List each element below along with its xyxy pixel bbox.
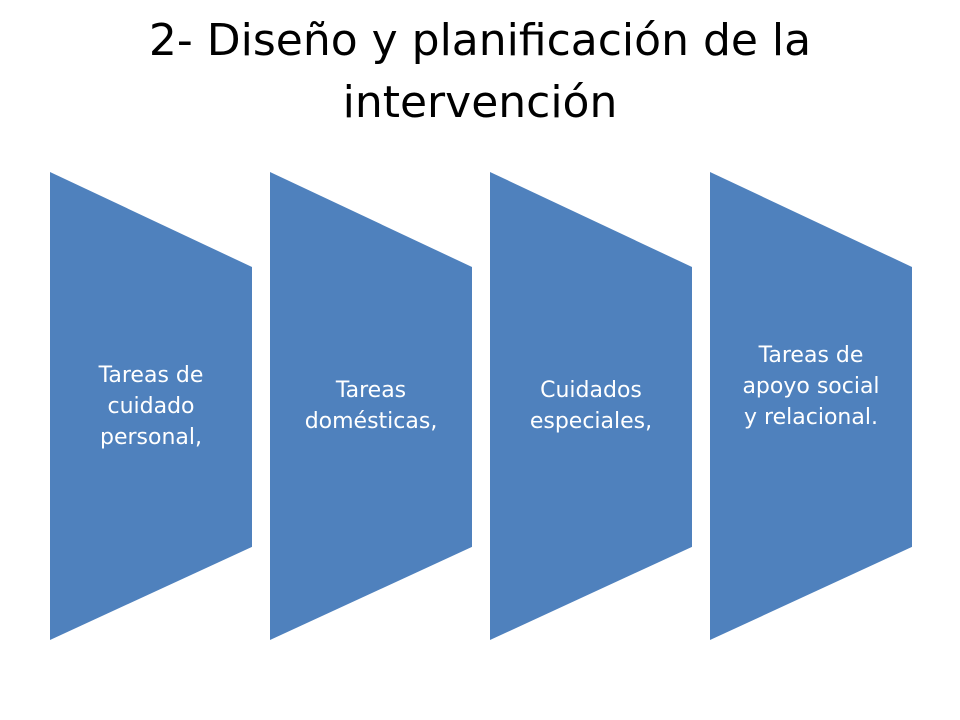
step-shape-1: Tareas de cuidado personal, — [50, 172, 252, 640]
step-shape-4: Tareas de apoyo social y relacional. — [710, 172, 912, 640]
step-label-1: Tareas de cuidado personal, — [98, 362, 204, 450]
step-shape-2: Tareas domésticas, — [270, 172, 472, 640]
slide-title-line-2: intervención — [342, 77, 618, 128]
slide-title: 2- Diseño y planificación de la interven… — [40, 10, 920, 134]
slide-title-line-1: 2- Diseño y planificación de la — [148, 15, 812, 66]
step-label-4: Tareas de apoyo social y relacional. — [742, 342, 880, 430]
step-shape-3: Cuidados especiales, — [490, 172, 692, 640]
step-label-2: Tareas domésticas, — [304, 378, 438, 434]
step-label-3: Cuidados especiales, — [529, 378, 653, 434]
